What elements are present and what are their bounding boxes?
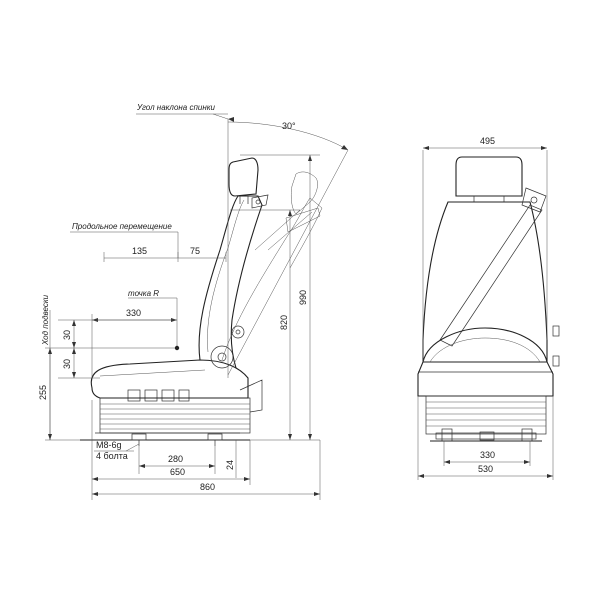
dim-24: 24 bbox=[225, 460, 235, 470]
vertical-travel-dimension: 30 30 Ход подвески bbox=[41, 294, 175, 440]
bolts-count: 4 болта bbox=[96, 451, 128, 461]
dim-530-group: 530 bbox=[417, 396, 554, 480]
recline-angle-dimension: 30° Угол наклона спинки bbox=[136, 103, 349, 378]
dim-30-b: 30 bbox=[62, 359, 72, 369]
dim-495: 495 bbox=[480, 136, 495, 146]
dim-135: 135 bbox=[132, 246, 147, 256]
front-view: 495 330 530 bbox=[417, 136, 560, 480]
dim-330-front-group: 330 bbox=[443, 441, 531, 466]
angle-value: 30° bbox=[282, 121, 296, 131]
bolts-note: М8-6g 4 болта bbox=[94, 440, 140, 461]
dim-255: 255 bbox=[38, 385, 48, 400]
height-dimensions: 820 990 bbox=[230, 154, 320, 441]
longitudinal-travel-label: Продольное перемещение bbox=[72, 222, 172, 231]
dim-820: 820 bbox=[279, 315, 289, 330]
dim-530: 530 bbox=[478, 464, 493, 474]
side-backrest bbox=[198, 157, 269, 369]
dim-255-group: 255 bbox=[38, 347, 80, 441]
dim-860: 860 bbox=[200, 482, 215, 492]
point-r-label: точка R bbox=[128, 289, 159, 298]
dim-280: 280 bbox=[168, 454, 183, 464]
vertical-travel-label: Ход подвески bbox=[41, 294, 50, 346]
side-cushion bbox=[90, 359, 249, 399]
recline-angle-label: Угол наклона спинки bbox=[136, 103, 215, 112]
side-backrest-reclined bbox=[221, 171, 323, 361]
front-suspension bbox=[425, 395, 547, 442]
dim-650: 650 bbox=[170, 467, 185, 477]
bottom-dimensions: 280 650 24 860 bbox=[91, 400, 321, 500]
dim-330-side: 330 bbox=[126, 308, 141, 318]
side-view: точка R 30° Угол наклона спинки Продольн… bbox=[38, 103, 349, 500]
bolts-thread: М8-6g bbox=[96, 440, 122, 450]
dim-495-group: 495 bbox=[422, 136, 548, 362]
dim-30-a: 30 bbox=[62, 330, 72, 340]
front-cushion bbox=[417, 327, 554, 397]
front-headrest bbox=[455, 156, 523, 197]
front-seatbelt bbox=[439, 187, 547, 347]
dim-990: 990 bbox=[298, 290, 308, 305]
dim-75: 75 bbox=[190, 246, 200, 256]
longitudinal-travel-dimension: Продольное перемещение 135 75 bbox=[70, 222, 227, 262]
point-r-marker bbox=[174, 345, 180, 351]
dim-330-front: 330 bbox=[480, 450, 495, 460]
side-suspension bbox=[99, 379, 263, 434]
